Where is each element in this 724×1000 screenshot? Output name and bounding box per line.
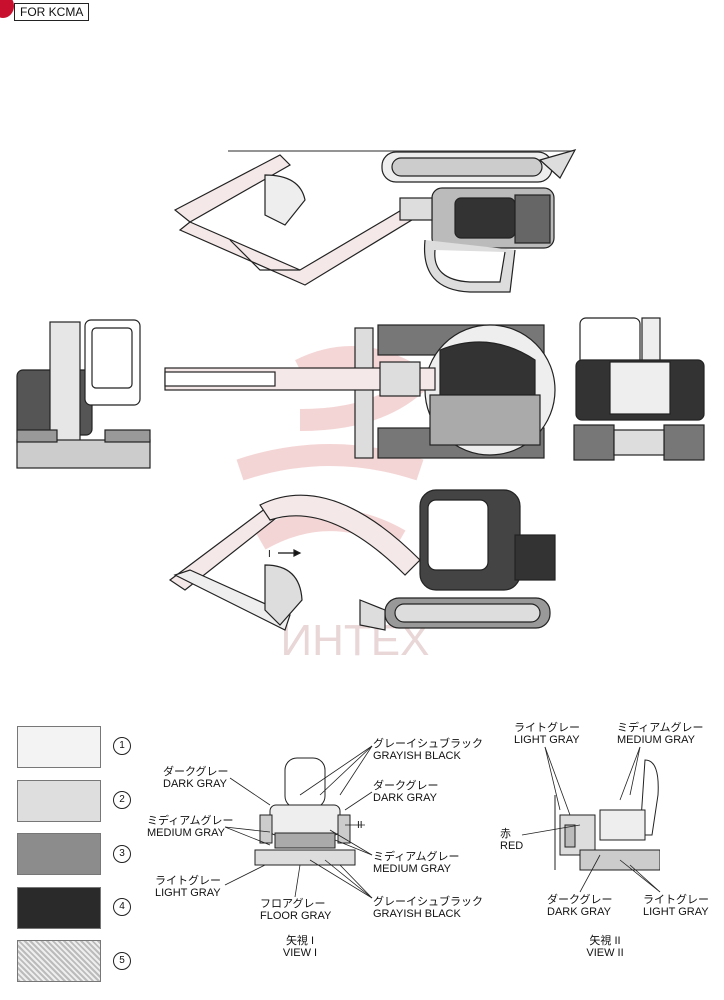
rear-view (573, 317, 705, 461)
front-view (16, 319, 151, 469)
legend-swatch-1 (17, 726, 101, 768)
legend-number-3: 3 (113, 845, 131, 863)
legend-swatch-2 (17, 780, 101, 822)
plan-view (164, 324, 556, 459)
side-view-marker: I (268, 549, 271, 560)
legend-number-2: 2 (113, 791, 131, 809)
legend-number-5: 5 (113, 952, 131, 970)
legend-number-4: 4 (113, 898, 131, 916)
view-1-drawing (254, 757, 356, 866)
excavator-drawings: ИНТЕХ (16, 149, 705, 665)
side-view: I (168, 489, 556, 631)
leader-lines (224, 745, 661, 899)
red-corner-mark (0, 0, 14, 18)
legend-number-1: 1 (113, 737, 131, 755)
legend-swatch-3 (17, 833, 101, 875)
top-view (173, 149, 577, 293)
view1-arrow-marker: II (357, 820, 363, 831)
model-tag: FOR KCMA (14, 3, 90, 21)
legend-swatch-4 (17, 887, 101, 929)
legend-swatch-5 (17, 940, 101, 982)
